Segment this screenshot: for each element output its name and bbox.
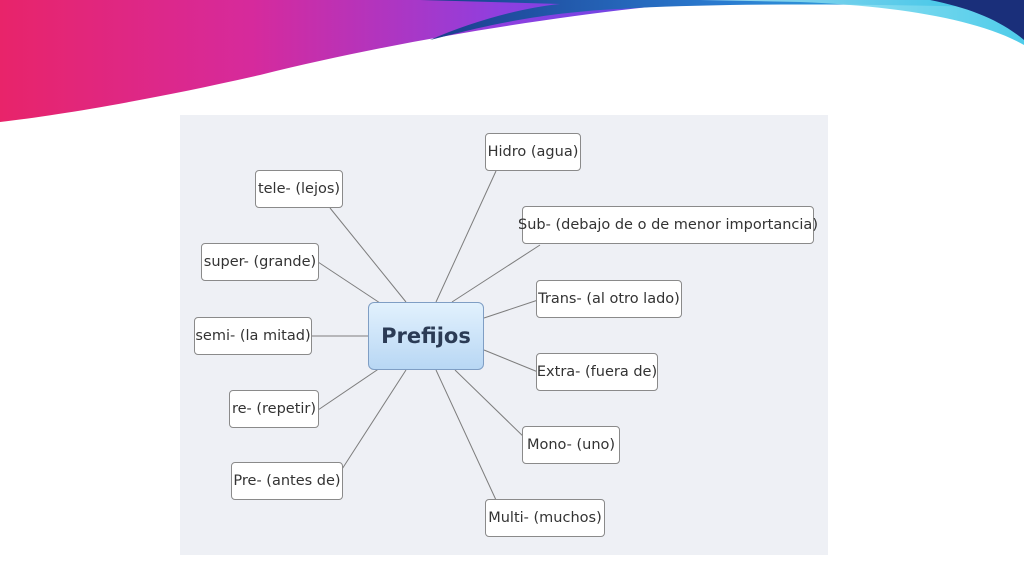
connector-line: [483, 349, 539, 373]
topic-mono: Mono- (uno): [522, 426, 620, 464]
topic-trans: Trans- (al otro lado): [536, 280, 682, 318]
connector-line: [435, 369, 497, 501]
topic-hidro: Hidro (agua): [485, 133, 581, 171]
topic-super: super- (grande): [201, 243, 319, 281]
connector-line: [435, 170, 497, 303]
topic-extra: Extra- (fuera de): [536, 353, 658, 391]
topic-pre: Pre- (antes de): [231, 462, 343, 500]
connector-line: [317, 261, 381, 304]
connector-line: [451, 244, 541, 303]
connector-line: [329, 207, 407, 303]
topic-multi: Multi- (muchos): [485, 499, 605, 537]
topic-tele: tele- (lejos): [255, 170, 343, 208]
central-topic: Prefijos: [368, 302, 484, 370]
connector-line: [483, 299, 539, 319]
connector-line: [334, 369, 407, 481]
topic-sub: Sub- (debajo de o de menor importancia): [518, 206, 818, 244]
connector-line: [317, 367, 381, 411]
topic-semi: semi- (la mitad): [194, 317, 312, 355]
connector-line: [454, 369, 528, 441]
decorative-banner: [0, 0, 1024, 122]
topic-re: re- (repetir): [229, 390, 319, 428]
